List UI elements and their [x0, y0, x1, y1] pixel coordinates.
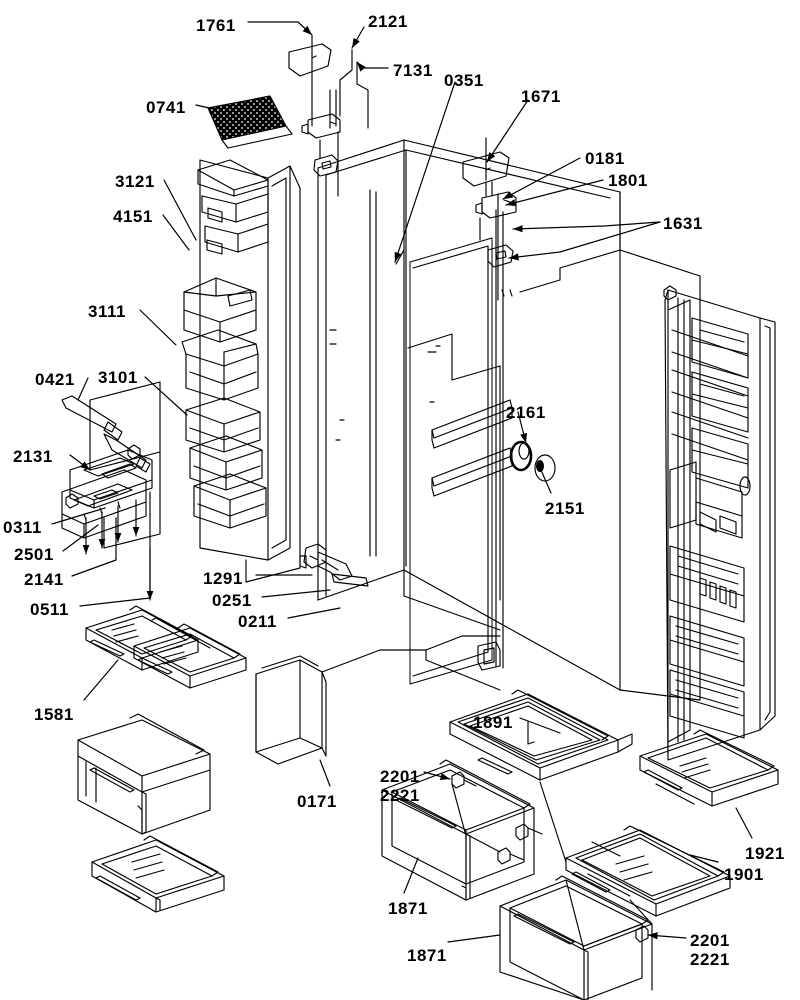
callout-1291: 1291 — [203, 569, 243, 588]
harness-run — [356, 62, 369, 129]
callout-1891: 1891 — [473, 713, 513, 732]
kick-plate — [255, 655, 327, 765]
callout-2221: 2221 — [690, 950, 730, 969]
callout-1871: 1871 — [407, 946, 447, 965]
leveling-leg — [477, 641, 501, 671]
crisper-cover-glass — [565, 825, 731, 917]
water-valve-grommet — [509, 440, 533, 472]
callout-1801: 1801 — [608, 171, 648, 190]
callout-2201: 2201 — [690, 931, 730, 950]
glass-shelf-bottom-left — [91, 835, 225, 913]
callout-1631: 1631 — [663, 214, 703, 233]
callout-2161: 2161 — [506, 403, 546, 422]
deli-drawer-left — [77, 713, 211, 835]
callout-2131: 2131 — [13, 447, 53, 466]
callout-1871: 1871 — [388, 899, 428, 918]
callout-7131: 7131 — [393, 61, 433, 80]
callout-0511: 0511 — [30, 600, 69, 619]
freezer-door-panel — [199, 159, 301, 583]
callout-1921: 1921 — [745, 844, 785, 863]
crisper-drawer-lower — [499, 875, 653, 1000]
freezer-door-shelves — [181, 159, 269, 529]
cabinet-shell — [317, 139, 701, 701]
callout-0181: 0181 — [585, 149, 625, 168]
freezer-handle-endcap — [288, 43, 332, 77]
dispenser-mount-screws — [82, 491, 154, 601]
callout-2151: 2151 — [545, 499, 585, 518]
water-tube — [339, 49, 353, 117]
callout-0351: 0351 — [444, 71, 484, 90]
callout-0251: 0251 — [212, 591, 252, 610]
mid-hinge-bracket — [487, 244, 514, 268]
ice-chute-panel — [89, 381, 161, 549]
glass-shelf-right — [639, 729, 779, 807]
crisper-cover-frame — [449, 689, 633, 781]
callout-2221: 2221 — [380, 786, 420, 805]
cabinet-handle-endcap — [462, 151, 510, 187]
callout-1901: 1901 — [724, 865, 764, 884]
callout-2501: 2501 — [14, 545, 54, 564]
callout-2141: 2141 — [24, 570, 64, 589]
seal-rods — [61, 395, 151, 473]
water-valve-plug — [534, 454, 556, 482]
hinge-cover-grille — [207, 95, 293, 149]
callout-4151: 4151 — [113, 207, 153, 226]
callout-0311: 0311 — [3, 518, 42, 537]
leader-lines — [51, 21, 753, 943]
callout-2121: 2121 — [368, 12, 408, 31]
callout-1581: 1581 — [34, 705, 74, 724]
callout-2201: 2201 — [380, 767, 420, 786]
callout-0171: 0171 — [297, 792, 337, 811]
callout-3101: 3101 — [98, 368, 138, 387]
callout-0741: 0741 — [146, 98, 186, 117]
top-hinge-bracket — [475, 191, 517, 219]
callout-1671: 1671 — [521, 87, 561, 106]
callout-0211: 0211 — [238, 612, 277, 631]
callout-0421: 0421 — [35, 370, 75, 389]
callout-1761: 1761 — [196, 16, 236, 35]
shelf-stop-clips — [451, 771, 649, 943]
dispenser-valve-block — [301, 113, 341, 139]
callout-3121: 3121 — [115, 172, 155, 191]
split-glass-shelf — [85, 605, 247, 689]
bottom-hinge-assembly — [299, 543, 369, 587]
callout-3111: 3111 — [88, 302, 126, 321]
refrigerator-door — [663, 285, 776, 761]
